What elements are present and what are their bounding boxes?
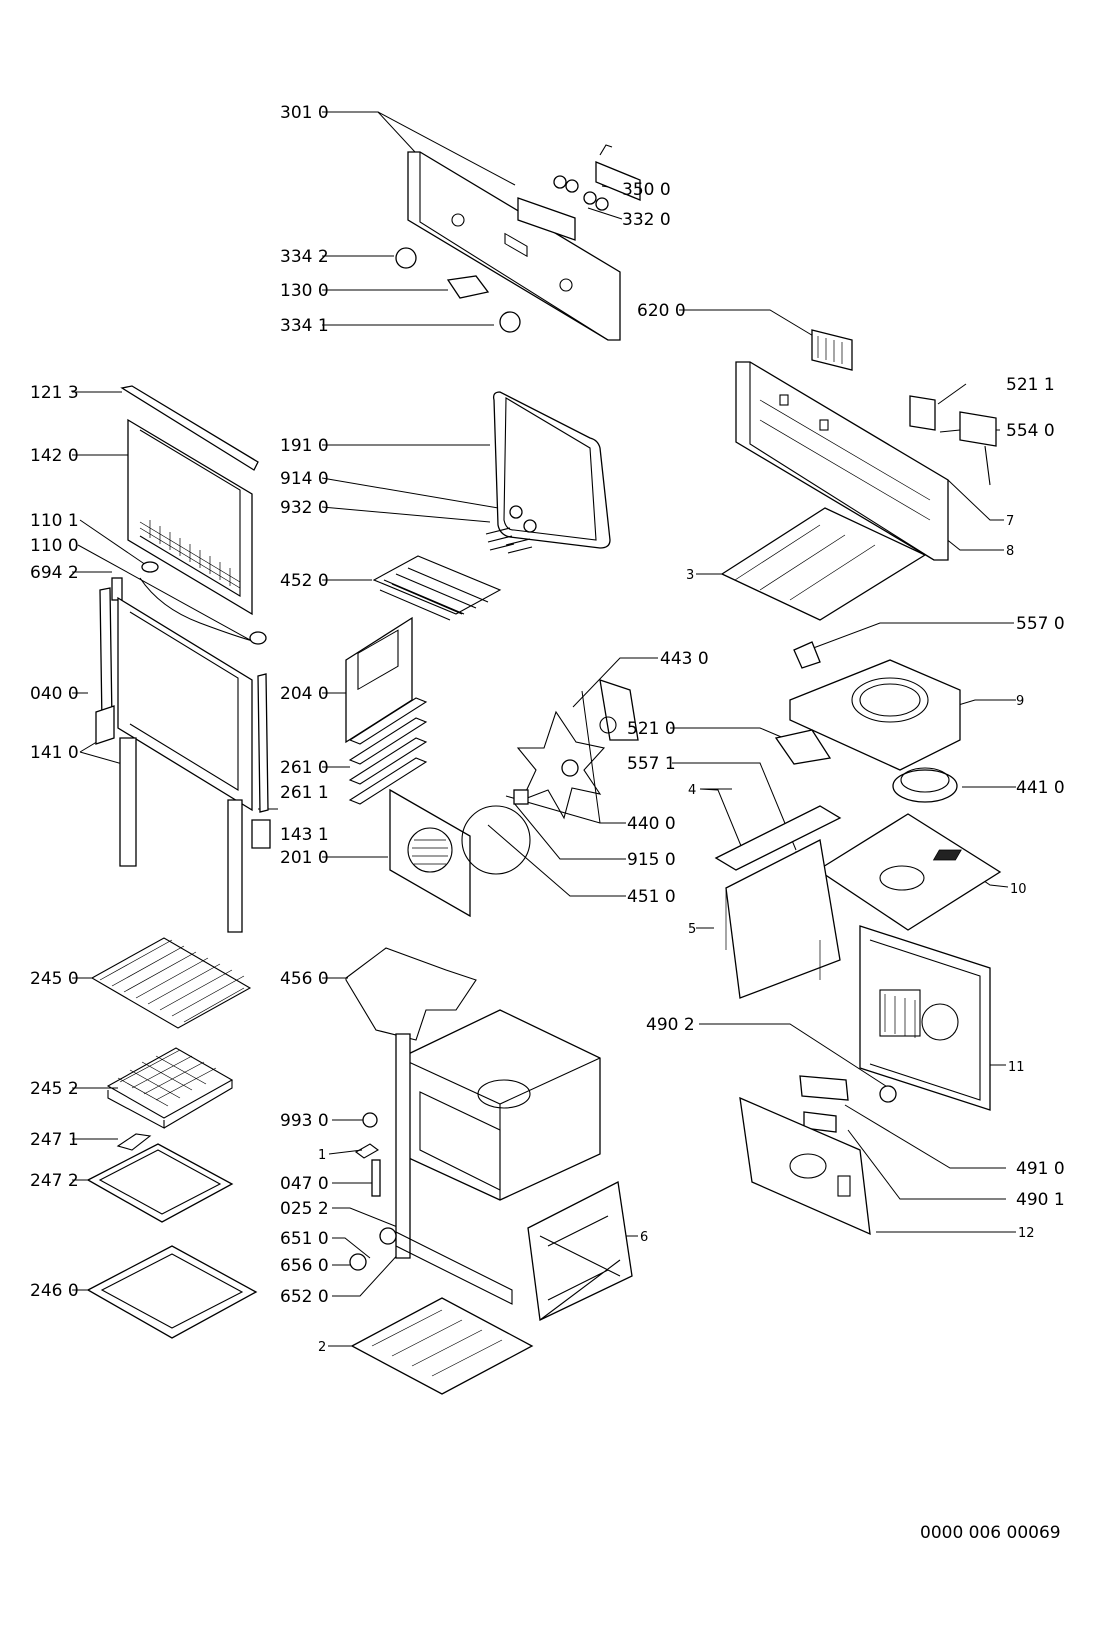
part-label-1: 1 [318,1148,327,1163]
part-label-301-0: 301 0 [280,103,329,123]
part-label-8: 8 [1006,544,1015,559]
part-label-261-0: 261 0 [280,758,329,778]
part-label-7: 7 [1006,514,1015,529]
gasket-and-heaters [345,391,611,1041]
part-label-490-2: 490 2 [646,1015,695,1035]
part-label-2: 2 [318,1340,327,1355]
part-label-204-0: 204 0 [280,684,329,704]
part-label-247-1: 247 1 [30,1130,79,1150]
part-label-191-0: 191 0 [280,436,329,456]
document-number: 0000 006 00069 [920,1523,1061,1543]
part-label-3: 3 [686,568,695,583]
part-label-694-2: 694 2 [30,563,79,583]
part-label-350-0: 350 0 [622,180,671,200]
part-label-9: 9 [1016,694,1025,709]
part-label-130-0: 130 0 [280,281,329,301]
part-label-10: 10 [1010,882,1027,897]
part-label-11: 11 [1008,1060,1025,1075]
part-label-620-0: 620 0 [637,301,686,321]
part-label-6: 6 [640,1230,649,1245]
part-label-201-0: 201 0 [280,848,329,868]
part-label-261-1: 261 1 [280,783,329,803]
part-label-656-0: 656 0 [280,1256,329,1276]
part-label-142-0: 142 0 [30,446,79,466]
part-label-441-0: 441 0 [1016,778,1065,798]
part-label-025-2: 025 2 [280,1199,329,1219]
part-label-456-0: 456 0 [280,969,329,989]
part-label-332-0: 332 0 [622,210,671,230]
part-label-452-0: 452 0 [280,571,329,591]
part-label-451-0: 451 0 [627,887,676,907]
part-label-557-0: 557 0 [1016,614,1065,634]
racks-and-trays [86,937,258,1339]
part-label-491-0: 491 0 [1016,1159,1065,1179]
part-label-110-0: 110 0 [30,536,79,556]
rear-control-parts [739,1075,897,1236]
part-label-521-1: 521 1 [1006,375,1055,395]
control-panel [395,144,641,341]
part-label-932-0: 932 0 [280,498,329,518]
fan-motor [513,679,639,820]
part-label-12: 12 [1018,1226,1035,1241]
part-label-247-2: 247 2 [30,1171,79,1191]
part-label-334-1: 334 1 [280,316,329,336]
part-label-334-2: 334 2 [280,247,329,267]
part-label-143-1: 143 1 [280,825,329,845]
door-assembly [95,385,271,933]
part-label-121-3: 121 3 [30,383,79,403]
part-label-440-0: 440 0 [627,814,676,834]
part-label-110-1: 110 1 [30,511,79,531]
part-label-047-0: 047 0 [280,1174,329,1194]
part-label-443-0: 443 0 [660,649,709,669]
part-label-490-1: 490 1 [1016,1190,1065,1210]
part-label-914-0: 914 0 [280,469,329,489]
part-label-521-0: 521 0 [627,719,676,739]
part-label-5: 5 [688,922,697,937]
part-label-141-0: 141 0 [30,743,79,763]
part-label-4: 4 [688,783,697,798]
part-label-651-0: 651 0 [280,1229,329,1249]
part-label-915-0: 915 0 [627,850,676,870]
oven-cavity [349,1009,633,1395]
fan-housing-and-covers [714,659,1002,1111]
part-label-246-0: 246 0 [30,1281,79,1301]
part-label-245-0: 245 0 [30,969,79,989]
part-label-652-0: 652 0 [280,1287,329,1307]
part-label-554-0: 554 0 [1006,421,1055,441]
part-label-557-1: 557 1 [627,754,676,774]
part-label-040-0: 040 0 [30,684,79,704]
switch-and-frame [720,329,997,669]
part-label-993-0: 993 0 [280,1111,329,1131]
part-label-245-2: 245 2 [30,1079,79,1099]
